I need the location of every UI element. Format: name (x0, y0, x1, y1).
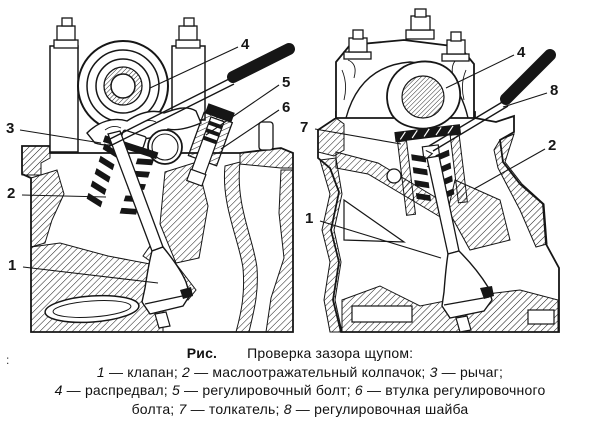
feeler-handle (500, 49, 556, 105)
leader-line-7 (314, 128, 402, 145)
callout-label-7: 7 (300, 119, 308, 136)
leader-line-1 (22, 266, 159, 284)
port-opening (44, 294, 140, 324)
figure-caption: Рис. Проверка зазора щупом: 1 — клапан; 2… (0, 344, 600, 418)
leader-line-2 (473, 148, 546, 190)
feeler-gauge-right (428, 49, 556, 152)
cam-lobe (386, 60, 461, 130)
figure-label: Рис. (186, 345, 218, 361)
feeler-blade (428, 100, 509, 152)
callout-label-6: 6 (282, 99, 290, 116)
leader-line-6 (220, 109, 280, 150)
valve-left (107, 130, 193, 329)
caption-legend-line-1: 1 — клапан; 2 — маслоотражательный колпа… (96, 363, 504, 380)
tappet-wall (396, 140, 417, 216)
leader-line-3 (19, 129, 102, 144)
valve-seat (180, 287, 193, 299)
feeler-gauge-left (103, 43, 295, 148)
figure-illustration: 4 5 6 3 2 1 (6, 8, 560, 333)
callout-label-4: 4 (241, 36, 250, 53)
caption-title: Проверка зазора щупом: (247, 345, 414, 361)
feeler-blade (103, 77, 235, 148)
callouts-right: 4 8 7 2 1 (300, 44, 558, 259)
left-diagram: 4 5 6 3 2 1 (6, 17, 295, 333)
callout-label-1: 1 (8, 257, 16, 274)
locknut (205, 103, 235, 123)
leader-line-5 (205, 84, 280, 136)
right-diagram: 4 8 7 2 1 (300, 8, 560, 333)
leader-line-4 (445, 54, 515, 89)
tappet-wall (449, 133, 468, 204)
callout-label-4: 4 (517, 44, 526, 61)
pivot-ring (147, 129, 183, 165)
leader-line-2 (21, 194, 107, 198)
valve-seat (480, 286, 494, 299)
leader-line-8 (502, 92, 548, 108)
bearing-cap-left (49, 45, 206, 153)
caption-legend-line-3: болта; 7 — толкатель; 8 — регулировочная… (131, 400, 469, 417)
side-stud (258, 121, 274, 151)
leader-line-1 (319, 220, 442, 259)
scan-artifact: : (6, 353, 10, 367)
camshaft-journal (77, 40, 169, 132)
caption-title-line: Рис. Проверка зазора щупом: (0, 344, 600, 363)
callout-label-3: 3 (6, 120, 14, 137)
callouts-left: 4 5 6 3 2 1 (6, 36, 290, 284)
cap-bolt-icon (53, 17, 201, 49)
adjusting-bolt-assembly (185, 103, 235, 187)
callout-label-2: 2 (548, 137, 556, 154)
feeler-handle (227, 43, 295, 83)
callout-label-2: 2 (7, 185, 15, 202)
valve-head (441, 250, 493, 319)
casting-pocket (343, 198, 406, 243)
callout-label-8: 8 (550, 82, 558, 99)
leader-line-4 (149, 46, 239, 89)
valve-right (426, 155, 494, 333)
casting-hole (386, 168, 402, 184)
caption-legend-line-2: 4 — распредвал; 5 — регулировочный болт;… (54, 382, 546, 398)
callout-label-1: 1 (305, 210, 313, 227)
callout-label-5: 5 (282, 74, 290, 91)
cap-stud-nut-icon (343, 8, 470, 62)
adjusting-shim (394, 124, 462, 143)
tappet-assembly (394, 124, 468, 216)
